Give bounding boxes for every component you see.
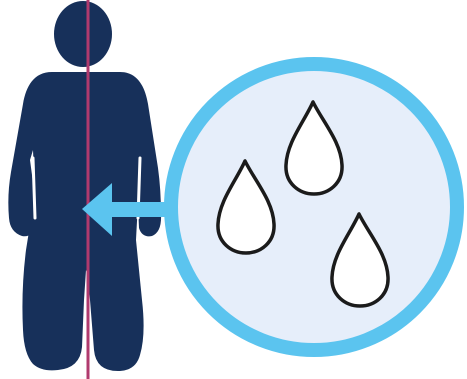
person-head [54,1,112,67]
person-left-arm-gap [33,158,35,218]
person-body [8,72,161,371]
person-icon [8,1,161,371]
